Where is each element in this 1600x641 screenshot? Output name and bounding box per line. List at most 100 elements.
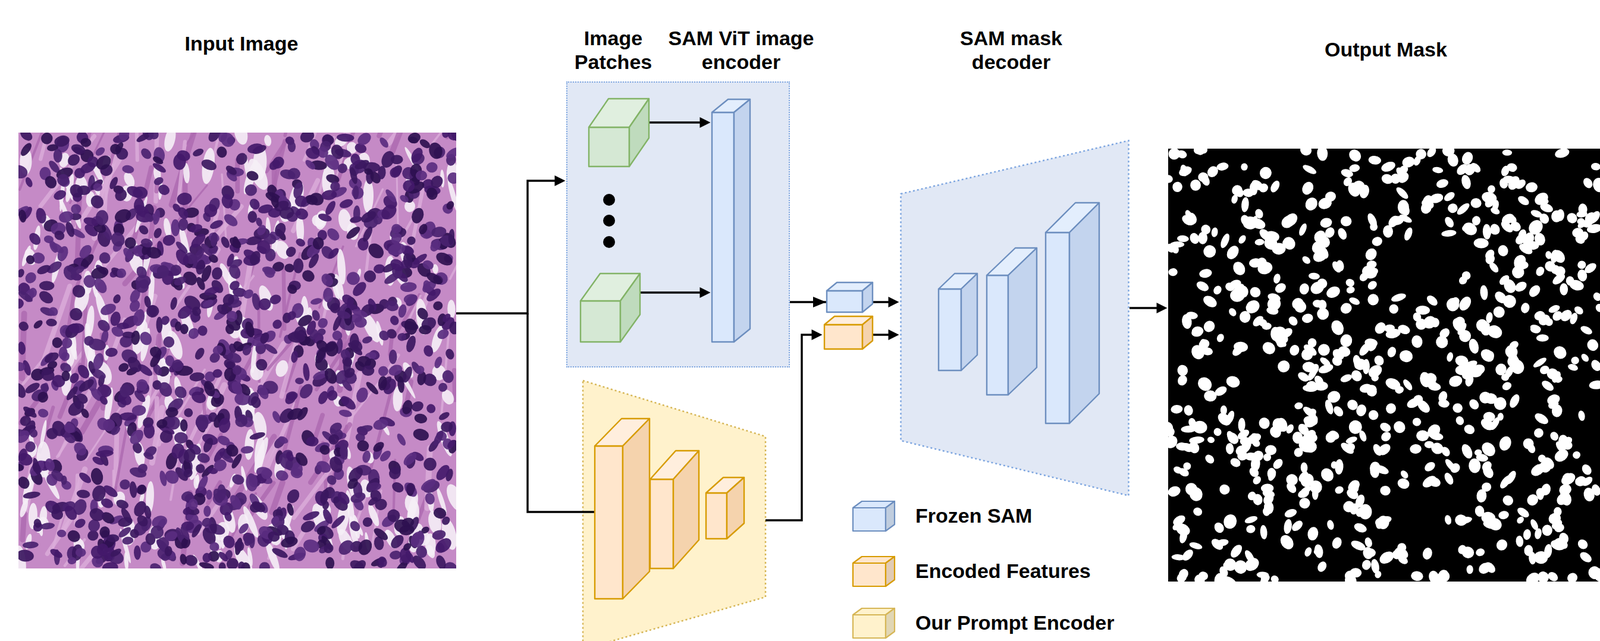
mask-blob (1461, 271, 1471, 281)
mask-blob (1515, 515, 1526, 525)
nucleus (404, 334, 418, 354)
mask-blob (1375, 441, 1393, 458)
nucleus (378, 149, 397, 171)
nucleus (70, 282, 89, 301)
nucleus (67, 182, 86, 201)
nucleus (371, 417, 389, 432)
nucleus (30, 461, 43, 476)
nucleus (87, 506, 106, 524)
nucleus (112, 206, 134, 226)
mask-blob (1553, 148, 1571, 160)
mask-blob (1526, 283, 1543, 300)
nucleus (48, 547, 64, 560)
nucleus (388, 314, 401, 327)
nucleus (278, 168, 297, 181)
nucleus (113, 140, 125, 154)
nucleus (210, 266, 224, 281)
tissue-fibre (22, 513, 25, 540)
nucleus (143, 295, 152, 309)
nucleus (304, 145, 322, 161)
nucleus (98, 525, 111, 539)
nucleus (135, 482, 149, 497)
nucleus (77, 242, 94, 261)
mask-blob (1297, 222, 1308, 237)
nucleus (243, 320, 256, 339)
nucleus (108, 547, 123, 559)
mask-blob (1577, 410, 1586, 422)
tissue-fibre (314, 415, 323, 441)
nucleus (348, 166, 359, 185)
nucleus (338, 393, 359, 413)
nucleus (440, 515, 452, 527)
nucleus (285, 282, 300, 297)
nucleus (227, 235, 244, 252)
mask-blob (1282, 518, 1294, 535)
nucleus (227, 493, 244, 512)
nucleus (71, 440, 90, 458)
nucleus (32, 518, 43, 529)
nucleus (118, 506, 134, 526)
nucleus (38, 381, 51, 394)
mask-blob (1259, 525, 1269, 541)
mask-blob (1293, 401, 1304, 410)
nucleus (406, 132, 422, 146)
nucleus (130, 330, 141, 345)
nucleus (428, 173, 445, 191)
nucleus (321, 189, 338, 202)
nucleus (19, 141, 34, 159)
nucleus (142, 444, 159, 460)
tissue-gap (336, 248, 347, 285)
nucleus (352, 185, 360, 200)
nucleus (101, 561, 119, 569)
nucleus (387, 164, 403, 180)
nucleus (133, 545, 141, 561)
nucleus (351, 557, 369, 569)
nucleus (405, 234, 417, 247)
nucleus (371, 525, 390, 543)
nucleus (131, 404, 147, 417)
mask-blob (1224, 243, 1242, 262)
mask-blob (1589, 482, 1600, 498)
nucleus (224, 163, 239, 177)
nucleus (290, 350, 299, 364)
nucleus (158, 428, 174, 445)
nucleus (285, 406, 305, 423)
mask-blob (1500, 380, 1513, 392)
mask-blob (1476, 560, 1493, 577)
mask-blob (1567, 362, 1580, 372)
mask-blob (1565, 275, 1576, 287)
nucleus (273, 221, 288, 238)
nucleus (190, 522, 204, 539)
mask-blob (1385, 345, 1398, 359)
nucleus (373, 497, 389, 513)
nucleus (109, 424, 122, 437)
nucleus (169, 296, 179, 312)
mask-blob (1168, 267, 1178, 277)
nucleus (344, 224, 362, 242)
nucleus (411, 252, 429, 268)
nucleus (127, 427, 147, 447)
mask-blob (1331, 404, 1345, 419)
nucleus (424, 270, 445, 287)
mask-blob (1549, 264, 1561, 276)
nucleus (437, 410, 451, 422)
mask-blob (1588, 380, 1600, 391)
nucleus (361, 450, 372, 464)
nucleus (18, 427, 33, 446)
nucleus (336, 537, 357, 558)
nucleus (117, 477, 133, 492)
nucleus (18, 289, 35, 304)
nucleus (446, 438, 457, 450)
nucleus (179, 419, 188, 432)
mask-blob (1416, 430, 1429, 442)
nucleus (312, 236, 325, 251)
nucleus (444, 199, 456, 212)
nucleus (227, 278, 242, 293)
mask-blob (1443, 148, 1452, 156)
nucleus (356, 439, 370, 453)
nucleus (223, 441, 241, 460)
nucleus (87, 337, 108, 353)
nucleus (209, 541, 221, 552)
nucleus (353, 316, 368, 329)
mask-blob (1551, 343, 1570, 362)
